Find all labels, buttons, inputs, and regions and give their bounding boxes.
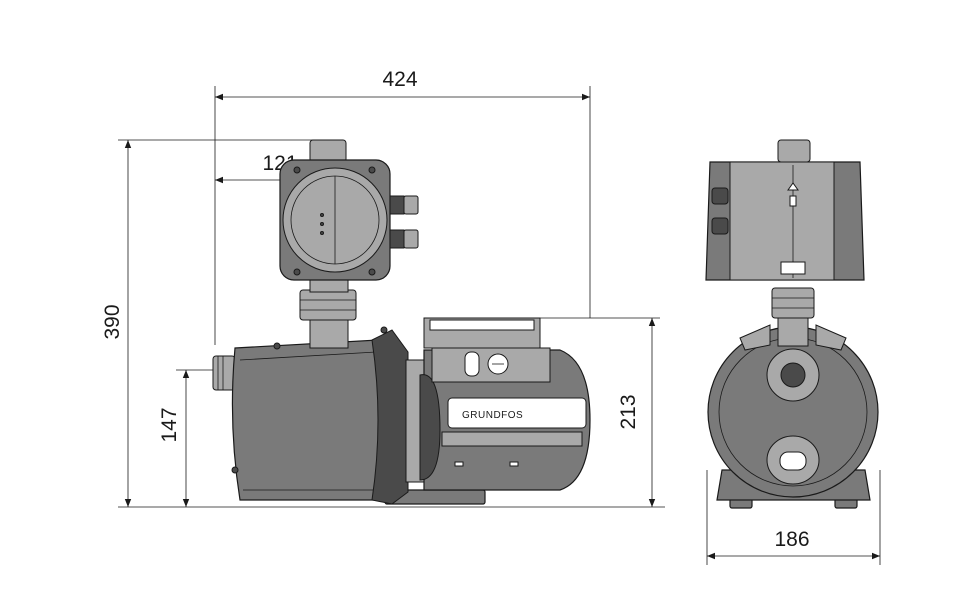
pump-front-view <box>705 139 879 509</box>
dim-outlet-height: 213 <box>617 394 640 429</box>
dim-overall-length: 424 <box>382 68 417 91</box>
dim-overall-height: 390 <box>101 304 124 339</box>
dim-overall-width: 186 <box>774 528 809 551</box>
dim-inlet-height: 147 <box>158 407 181 442</box>
pump-side-view: GRUNDFOS <box>212 139 591 505</box>
brand-label: GRUNDFOS <box>462 410 523 421</box>
dimension-lines <box>118 86 881 565</box>
